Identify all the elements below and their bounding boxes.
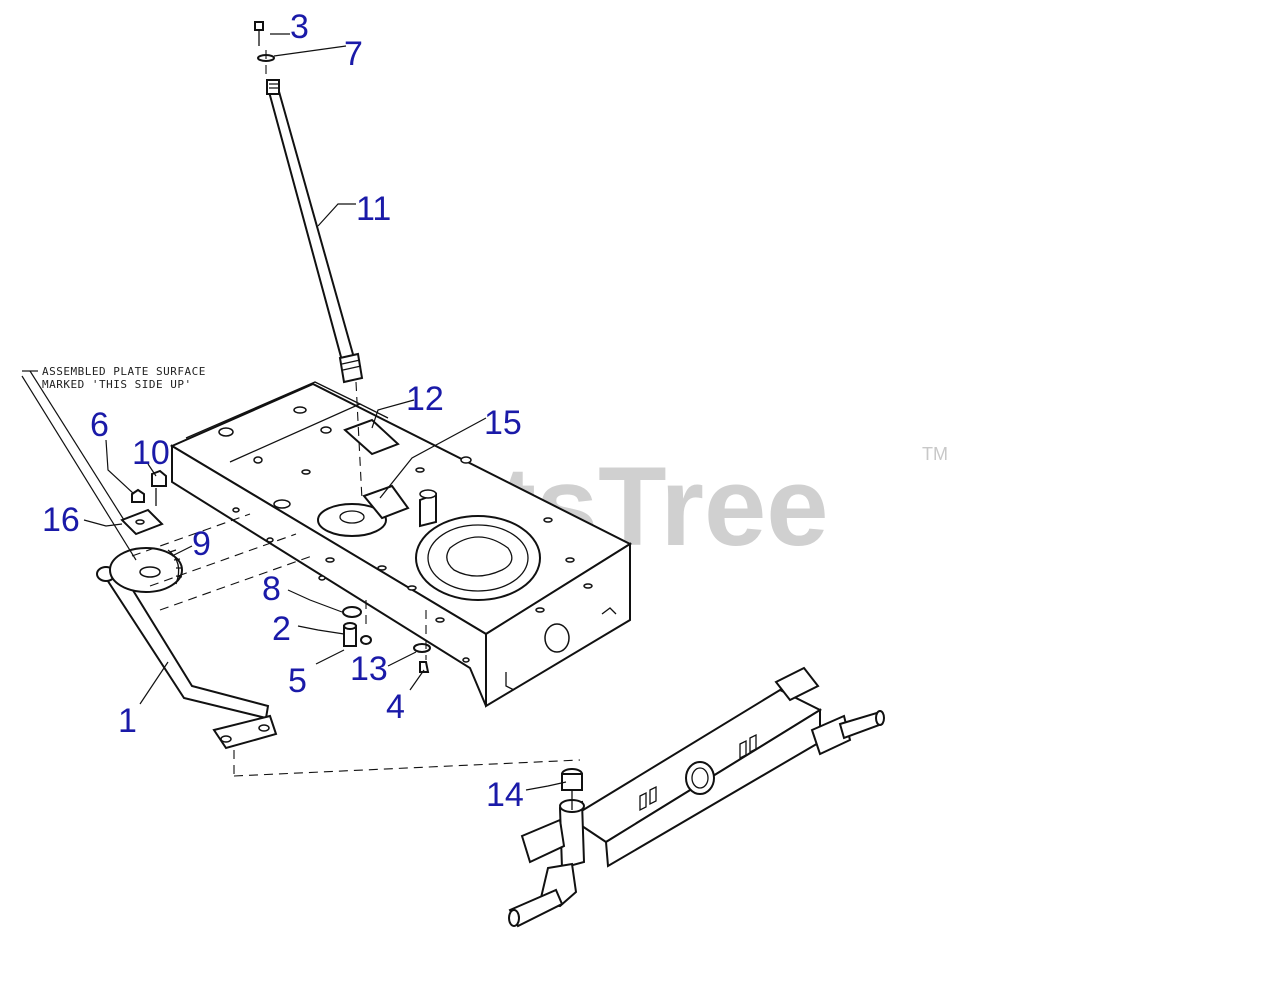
- callout-12: 12: [406, 380, 444, 418]
- callout-1: 1: [118, 702, 137, 740]
- callout-4: 4: [386, 688, 405, 726]
- alignment-lines: [131, 381, 581, 777]
- steering-shaft-drawing: [254, 21, 364, 384]
- frame-holes: [218, 406, 593, 663]
- callout-2: 2: [272, 610, 291, 648]
- front-axle-drawing: [508, 666, 885, 928]
- callout-5: 5: [288, 662, 307, 700]
- callout-9: 9: [192, 525, 211, 563]
- callout-8: 8: [262, 570, 281, 608]
- note-line-2: MARKED 'THIS SIDE UP': [42, 378, 192, 391]
- callout-14: 14: [486, 776, 524, 814]
- small-parts-drawing: [342, 600, 431, 673]
- note-leaders: [21, 370, 137, 561]
- callout-10: 10: [132, 434, 170, 472]
- callout-11: 11: [356, 190, 391, 228]
- callout-labels: 3 7 11 12 15 6 10 16 9 8 2 5 13 4 1 14: [42, 8, 524, 814]
- note-line-1: ASSEMBLED PLATE SURFACE: [42, 365, 206, 378]
- callout-6: 6: [90, 406, 109, 444]
- callout-15: 15: [484, 404, 522, 442]
- watermark-trademark: TM: [922, 444, 948, 464]
- callout-7: 7: [344, 35, 363, 73]
- callout-leaders: [83, 33, 567, 791]
- frame-drawing: [169, 381, 633, 708]
- callout-16: 16: [42, 501, 80, 539]
- sector-gear-drawing: [109, 469, 183, 593]
- callout-3: 3: [290, 8, 309, 46]
- callout-13: 13: [350, 650, 388, 688]
